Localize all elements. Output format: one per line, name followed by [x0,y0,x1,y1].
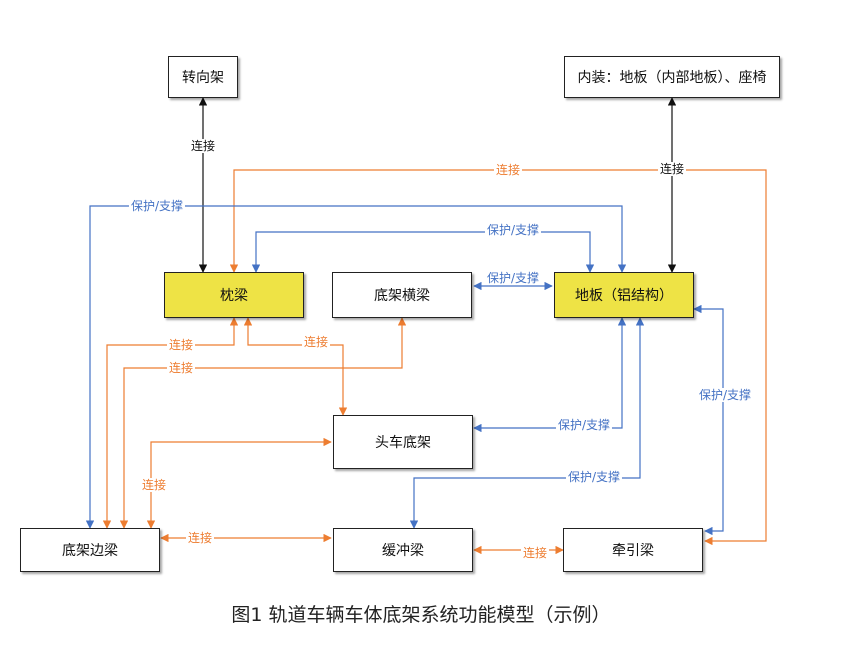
link-floor-bolster [251,231,595,273]
label-connect: 连接 [185,531,215,545]
label-protect: 保护/支撑 [484,271,542,285]
link-floor-buffer [409,317,645,529]
node-bolster: 枕梁 [164,272,304,318]
label-connect: 连接 [166,338,196,352]
node-buffer-beam: 缓冲梁 [333,528,473,572]
node-traction-beam: 牵引梁 [563,528,703,572]
label-connect: 连接 [493,163,523,177]
label-protect: 保护/支撑 [565,470,623,484]
label-connect: 连接 [520,546,550,560]
node-floor: 地板（铝结构） [554,272,694,318]
label-connect: 连接 [139,478,169,492]
label-protect: 保护/支撑 [696,388,754,402]
node-bogie: 转向架 [168,56,238,98]
label-connect: 连接 [166,361,196,375]
figure-caption: 图1 轨道车辆车体底架系统功能模型（示例） [231,604,611,626]
label-connect: 连接 [188,139,218,153]
node-cross-beam: 底架横梁 [332,272,472,318]
label-protect: 保护/支撑 [128,199,186,213]
label-protect: 保护/支撑 [555,418,613,432]
link-floor-sidebeam [85,205,627,529]
link-front-sidebeam [146,437,332,529]
label-connect: 连接 [301,335,331,349]
node-front-underframe: 头车底架 [333,415,473,469]
link-floor-front [473,317,627,433]
link-bolster-traction [229,169,767,546]
label-connect: 连接 [657,162,687,176]
node-interior: 内装：地板（内部地板）、座椅 [564,56,780,98]
link-bolster-front [243,317,348,416]
label-protect: 保护/支撑 [484,223,542,237]
link-floor-traction [693,304,724,536]
node-side-beam: 底架边梁 [20,528,160,572]
